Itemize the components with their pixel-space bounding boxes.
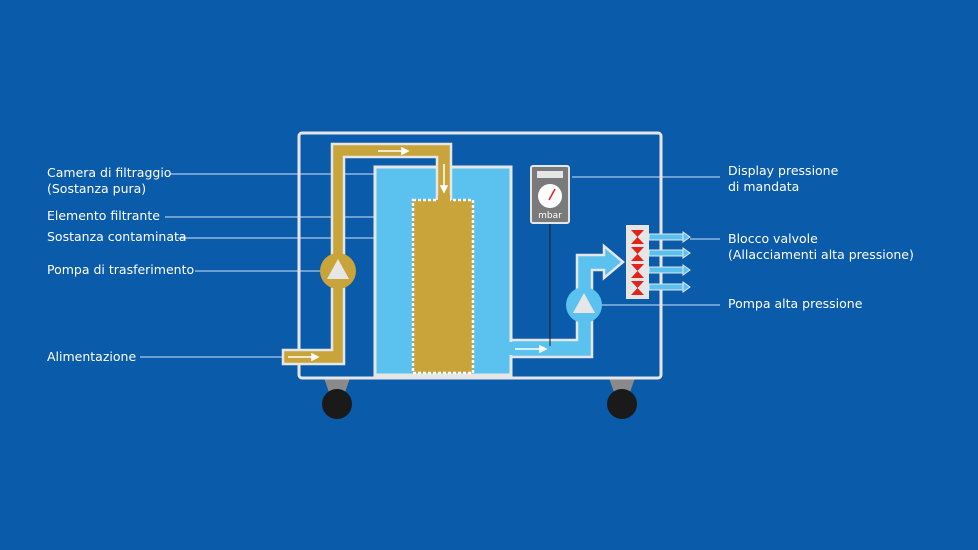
high-pressure-pipe (509, 243, 625, 359)
label-filter-element: Elemento filtrante (47, 208, 160, 223)
valve-icons (631, 230, 644, 295)
wheel-left (322, 378, 352, 419)
label-valve-block: Blocco valvole(Allacciamenti alta pressi… (728, 231, 914, 263)
label-contaminated: Sostanza contaminata (47, 229, 187, 244)
pressure-display (530, 165, 570, 346)
valve-block (626, 225, 649, 299)
leader-lines (140, 173, 720, 358)
label-line: (Sostanza pura) (47, 181, 147, 196)
label-line: Blocco valvole (728, 231, 818, 246)
label-line: Camera di filtraggio (47, 165, 172, 180)
label-line: Display pressione (728, 163, 839, 178)
high-pressure-pump-icon (566, 287, 602, 323)
label-line: di mandata (728, 179, 800, 194)
label-filter-chamber: Camera di filtraggio(Sostanza pura) (47, 165, 171, 197)
label-feed: Alimentazione (47, 349, 137, 364)
gauge-dial-icon (538, 184, 562, 208)
label-high-pressure-pump: Pompa alta pressione (728, 296, 863, 311)
label-transfer-pump: Pompa di trasferimento (47, 262, 195, 277)
filter-element (411, 198, 475, 375)
valve-outlets (648, 231, 691, 293)
wheel-right (607, 378, 637, 419)
gauge-unit-label: mbar (538, 211, 562, 221)
label-line: (Allacciamenti alta pressione) (728, 247, 914, 262)
transfer-pump-icon (320, 253, 356, 289)
flow-arrows (288, 146, 548, 362)
